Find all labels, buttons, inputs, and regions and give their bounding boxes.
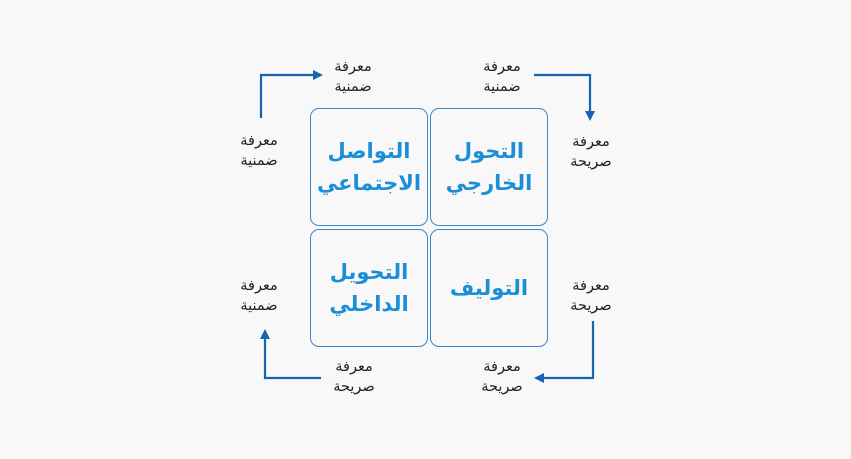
label-right-lower: معرفة صريحة [570, 278, 612, 314]
quadrant-combination: التوليف [430, 229, 548, 347]
label-bottom-left: معرفة صريحة [333, 359, 375, 395]
arrow-up-right-icon [259, 70, 323, 118]
quadrant-combination-label: التوليف [449, 276, 529, 300]
label-right-upper: معرفة صريحة [570, 134, 612, 170]
arrow-down-left-icon [534, 321, 595, 383]
quadrant-internalization: التحويل الداخلي [310, 229, 428, 347]
quadrant-socialization: التواصل الاجتماعي [310, 108, 428, 226]
label-top-right: معرفة ضمنية [483, 59, 521, 95]
label-bottom-right: معرفة صريحة [481, 359, 523, 395]
label-top-left: معرفة ضمنية [334, 59, 372, 95]
arrow-left-up-icon [260, 329, 321, 380]
label-left-upper: معرفة ضمنية [240, 133, 278, 169]
quadrant-externalization: التحول الخارجي [430, 108, 548, 226]
label-left-lower: معرفة ضمنية [240, 278, 278, 314]
quadrant-socialization-label: التواصل الاجتماعي [316, 139, 422, 195]
quadrant-internalization-label: التحويل الداخلي [329, 260, 409, 316]
quadrant-externalization-label: التحول الخارجي [445, 139, 533, 195]
arrow-right-down-icon [534, 73, 595, 121]
